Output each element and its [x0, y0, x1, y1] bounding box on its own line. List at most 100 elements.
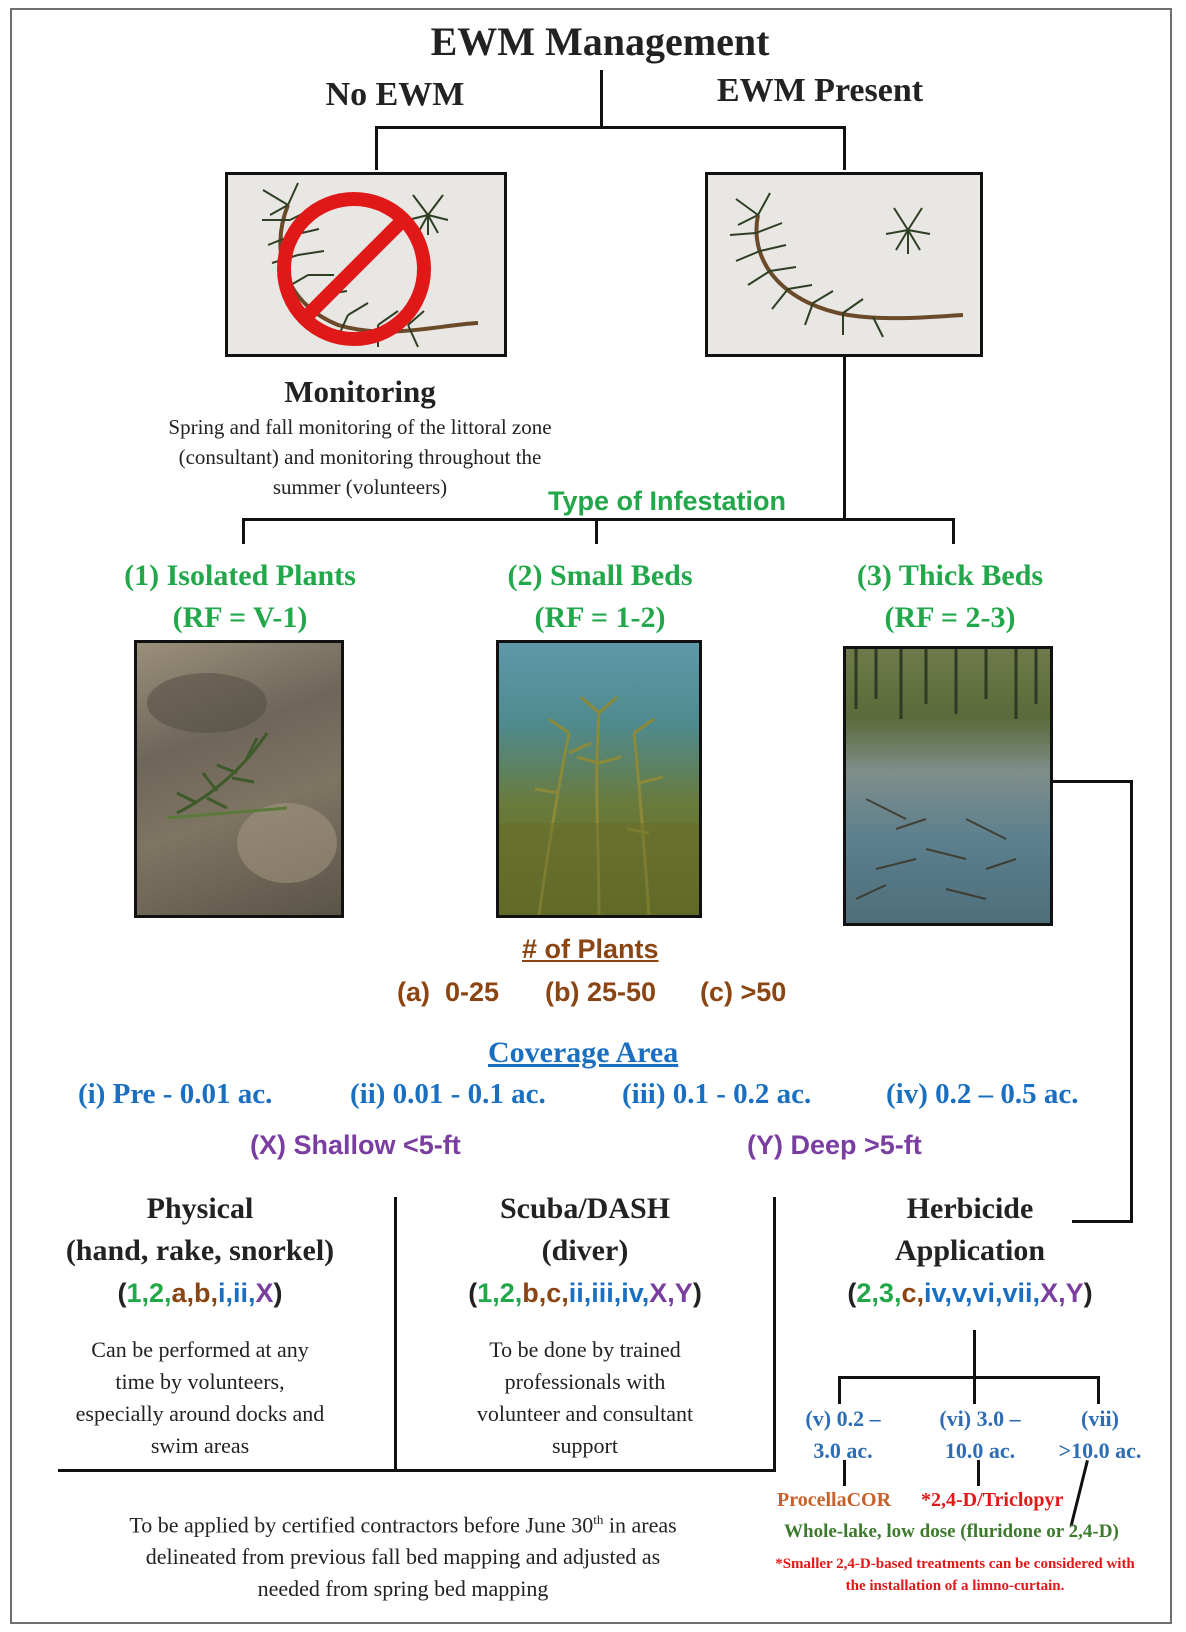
method-physical-code: (1,2,a,b,i,ii,X) [117, 1278, 283, 1308]
infestation-type-small-beds: (2) Small Beds (RF = 1-2) [455, 555, 745, 639]
connector [1130, 780, 1133, 1223]
type-of-infestation-label: Type of Infestation [548, 486, 787, 516]
monitoring-line: (consultant) and monitoring throughout t… [178, 445, 542, 469]
connector [952, 518, 955, 544]
depth-deep: (Y) Deep >5-ft [747, 1130, 922, 1160]
herbicide-size-vii: (vii) >10.0 ac. [1040, 1403, 1160, 1467]
method-title: Scuba/DASH [499, 1192, 671, 1225]
method-physical-title: Physical (hand, rake, snorkel) [30, 1188, 370, 1272]
method-title: Physical [146, 1192, 254, 1225]
divider [394, 1197, 397, 1472]
connector [242, 518, 954, 521]
description-line: swim areas [150, 1433, 250, 1458]
size-line: 3.0 ac. [813, 1438, 873, 1463]
connector [838, 1376, 841, 1404]
description-line: professionals with [504, 1369, 666, 1394]
plants-range-c: (c) >50 [700, 977, 787, 1007]
code-plants: a,b, [171, 1278, 219, 1308]
code-types: 1,2, [126, 1278, 172, 1308]
method-scuba-title: Scuba/DASH (diver) [425, 1188, 745, 1272]
monitoring-heading: Monitoring [284, 374, 436, 409]
plants-range-a: (a) 0-25 [397, 977, 500, 1007]
no-ewm-image [225, 172, 507, 357]
method-title: Herbicide [906, 1192, 1034, 1225]
description-line: time by volunteers, [115, 1369, 285, 1394]
code-coverage: ii,iii,iv, [568, 1278, 650, 1308]
connector [843, 357, 846, 520]
instruction-line: needed from spring bed mapping [257, 1576, 549, 1602]
code-types: 1,2, [477, 1278, 523, 1308]
size-line: >10.0 ac. [1058, 1438, 1142, 1463]
code-coverage: iv,v,vi,vii, [923, 1278, 1041, 1308]
code-depth: X,Y [1040, 1278, 1084, 1308]
description-line: To be done by trained [489, 1337, 681, 1362]
description-line: especially around docks and [75, 1401, 325, 1426]
method-subtitle: (diver) [541, 1234, 629, 1267]
treatment-triclopyr: *2,4-D/Triclopyr [921, 1489, 1064, 1511]
infestation-rf: (RF = 2-3) [884, 601, 1016, 634]
connector [843, 126, 846, 170]
method-physical-description: Can be performed at any time by voluntee… [40, 1334, 360, 1462]
size-line: (vii) [1081, 1406, 1119, 1431]
treatment-note: *Smaller 2,4-D-based treatments can be c… [740, 1553, 1170, 1597]
code-depth: X [255, 1278, 274, 1308]
thick-beds-photo [843, 646, 1053, 926]
infestation-rf: (RF = 1-2) [534, 601, 666, 634]
prohibition-sign-icon [277, 192, 431, 346]
method-scuba-code: (1,2,b,c,ii,iii,iv,X,Y) [468, 1278, 702, 1308]
infestation-rf: (RF = V-1) [172, 601, 308, 634]
diagram-frame [10, 8, 1172, 1624]
branch-no-ewm: No EWM [325, 76, 465, 113]
infestation-name: (1) Isolated Plants [124, 559, 356, 592]
note-line: the installation of a limno-curtain. [845, 1578, 1065, 1594]
method-subtitle: (hand, rake, snorkel) [65, 1234, 335, 1267]
ewm-present-image [705, 172, 983, 357]
milfoil-sprig-icon [729, 192, 964, 338]
branch-ewm-present: EWM Present [716, 72, 924, 109]
monitoring-line: Spring and fall monitoring of the littor… [168, 415, 552, 439]
code-types: 2,3, [856, 1278, 902, 1308]
instruction-line: To be applied by certified contractors b… [129, 1512, 677, 1538]
infestation-name: (2) Small Beds [507, 559, 693, 592]
code-coverage: i,ii, [218, 1278, 256, 1308]
description-line: volunteer and consultant [476, 1401, 694, 1426]
depth-shallow: (X) Shallow <5-ft [250, 1130, 461, 1160]
method-herbicide-title: Herbicide Application [840, 1188, 1100, 1272]
monitoring-description: Spring and fall monitoring of the littor… [120, 412, 600, 502]
coverage-range-iii: (iii) 0.1 - 0.2 ac. [622, 1078, 812, 1110]
divider [58, 1469, 776, 1472]
connector [843, 1460, 846, 1486]
number-of-plants-heading: # of Plants [522, 934, 659, 964]
treatment-procellacor: ProcellaCOR [777, 1489, 892, 1511]
connector [838, 1376, 1100, 1379]
coverage-range-i: (i) Pre - 0.01 ac. [78, 1078, 273, 1110]
diagram-title: EWM Management [430, 19, 770, 64]
description-line: Can be performed at any [91, 1337, 309, 1362]
description-line: support [552, 1433, 618, 1458]
code-depth: X,Y [649, 1278, 693, 1308]
size-line: (v) 0.2 – [805, 1406, 881, 1431]
herbicide-size-vi: (vi) 3.0 – 10.0 ac. [915, 1403, 1045, 1467]
size-line: 10.0 ac. [944, 1438, 1016, 1463]
method-subtitle: Application [894, 1234, 1046, 1267]
code-plants: b,c, [522, 1278, 569, 1308]
connector [242, 518, 245, 544]
connector [1053, 780, 1133, 783]
connector [1072, 1220, 1133, 1223]
infestation-type-thick-beds: (3) Thick Beds (RF = 2-3) [800, 555, 1100, 639]
connector [973, 1376, 976, 1404]
connector [1097, 1376, 1100, 1404]
connector [600, 70, 603, 128]
application-instructions: To be applied by certified contractors b… [58, 1504, 748, 1605]
infestation-type-isolated: (1) Isolated Plants (RF = V-1) [90, 555, 390, 639]
method-scuba-description: To be done by trained professionals with… [430, 1334, 740, 1462]
instruction-line: delineated from previous fall bed mappin… [145, 1544, 661, 1570]
note-line: *Smaller 2,4-D-based treatments can be c… [775, 1556, 1135, 1572]
small-beds-photo [496, 640, 702, 918]
connector [375, 126, 378, 170]
size-line: (vi) 3.0 – [939, 1406, 1021, 1431]
coverage-area-heading: Coverage Area [488, 1036, 679, 1069]
treatment-whole-lake: Whole-lake, low dose (fluridone or 2,4-D… [784, 1521, 1119, 1542]
coverage-range-iv: (iv) 0.2 – 0.5 ac. [886, 1078, 1079, 1110]
coverage-range-ii: (ii) 0.01 - 0.1 ac. [350, 1078, 546, 1110]
